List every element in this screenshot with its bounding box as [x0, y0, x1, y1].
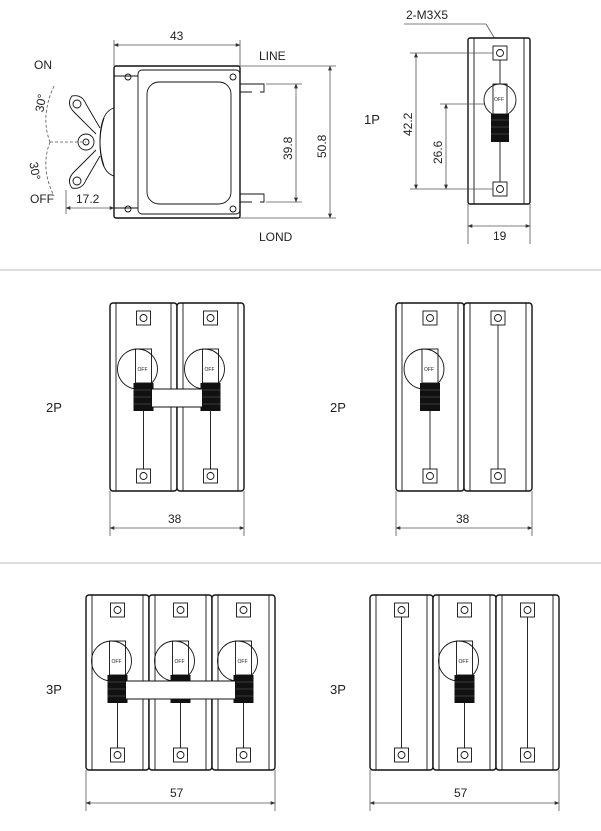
- dim-42-label: 42.2: [401, 112, 415, 136]
- width-38-label-a: 38: [168, 512, 182, 526]
- three-pole-view-a: OFF OFF OFF: [85, 594, 276, 811]
- breaker-body: [113, 65, 241, 219]
- screw-callout: 2-M3X5: [406, 8, 448, 22]
- pole-label-3p-a: 3P: [46, 682, 62, 697]
- handle-tie-bar: [151, 388, 203, 408]
- dim-50-label: 50.8: [315, 134, 329, 158]
- terminal-screw: [173, 602, 188, 618]
- terminal-screw: [203, 310, 218, 326]
- width-57-label-a: 57: [170, 786, 184, 800]
- toggle-text: OFF: [112, 659, 122, 665]
- terminal-screw: [110, 602, 125, 618]
- line-label: LINE: [259, 49, 286, 63]
- terminal-screw: [136, 310, 151, 326]
- toggle-text: OFF: [175, 659, 185, 665]
- toggle-lever-on: [69, 95, 101, 135]
- two-pole-view-a: OFF OFF: [109, 302, 245, 536]
- dim-17-label: 17.2: [76, 192, 100, 206]
- toggle-text: OFF: [205, 367, 215, 373]
- breaker-window: [146, 81, 232, 205]
- handle-tie-bar: [125, 680, 236, 700]
- off-label: OFF: [30, 192, 54, 206]
- terminal-screw: [236, 602, 251, 618]
- terminal-screw: [457, 602, 472, 618]
- two-pole-view-b: OFF: [395, 302, 533, 536]
- width-38-label-b: 38: [456, 512, 470, 526]
- width-43-label: 43: [170, 29, 184, 43]
- pole-label-2p-b: 2P: [330, 400, 346, 415]
- dim-26-label: 26.6: [431, 140, 445, 164]
- width-57-label-b: 57: [454, 786, 468, 800]
- toggle-text: OFF: [424, 367, 434, 373]
- pole-label-2p-a: 2P: [46, 400, 62, 415]
- dim-39-label: 39.8: [281, 136, 295, 160]
- front-view: 43 30° 30° ON: [26, 29, 336, 244]
- svg-text:OFF: OFF: [494, 97, 504, 103]
- on-label: ON: [34, 58, 52, 72]
- three-pole-view-b: OFF: [369, 594, 560, 811]
- pole-label-1p: 1P: [364, 112, 380, 127]
- toggle-text: OFF: [459, 659, 469, 665]
- toggle-text: OFF: [138, 367, 148, 373]
- pole-label-3p-b: 3P: [330, 682, 346, 697]
- dim-19-label: 19: [493, 229, 507, 243]
- toggle-lever-off: [69, 149, 101, 189]
- terminal-screw: [422, 310, 438, 326]
- angle-on-label: 30°: [32, 93, 49, 113]
- lond-label: LOND: [259, 230, 293, 244]
- angle-off-label: 30°: [26, 161, 43, 181]
- side-view-1p: 2-M3X5 OFF 42.2 26.6 19: [364, 8, 531, 244]
- toggle-text: OFF: [238, 659, 248, 665]
